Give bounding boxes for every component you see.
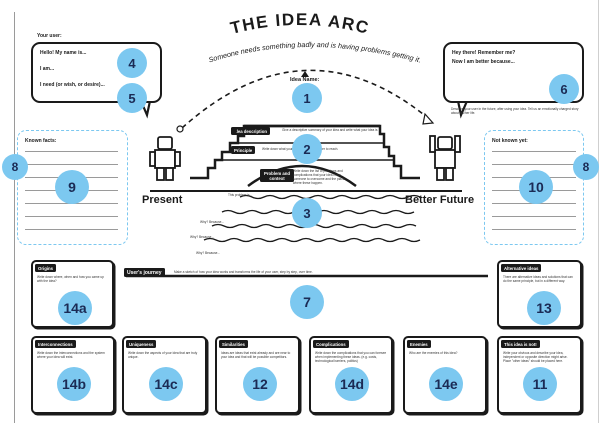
future-line-2: Now I am better because... [452,59,515,65]
idea-description-tag: Idea description [231,127,270,135]
interconnections-text: Write down the interconnections and the … [37,351,105,359]
problem-context-tag: Problem and context [260,169,294,182]
idea-name-label: Idea Name: [290,77,320,83]
known-rule-7 [25,229,118,230]
why-3-text: Why? Because... [196,251,221,255]
step-10-marker: 10 [519,170,553,204]
dashed-arc [181,69,429,129]
problem-is-text: This problem is... [228,193,253,197]
enemies-tag: Enemies [407,340,431,348]
step-5-marker: 5 [117,83,147,113]
origins-tag: Origins [35,264,57,272]
future-figure-icon [429,135,461,181]
not-known-rule-6 [492,216,576,217]
user-line-name: Hello! My name is... [40,50,87,56]
similarities-tag: Similarities [219,340,248,348]
known-facts-label: Known facts: [25,138,57,144]
step-14e-marker: 14e [429,367,463,401]
step-3-marker: 3 [292,198,322,228]
step-7-marker: 7 [290,285,324,319]
step-1-marker: 1 [292,83,322,113]
principle-tag: Principle [231,146,256,154]
present-figure-icon [149,136,181,181]
alternative-ideas-tag: Alternative ideas [501,264,542,272]
why-1-text: Why? Because... [200,220,225,224]
present-label: Present [142,194,183,206]
users-journey-text: Make a sketch of how your idea works and… [174,270,313,274]
better-future-label: Better Future [405,194,475,206]
step-8b-marker: 8 [573,154,599,180]
future-note-text: Describe your user in the future, after … [451,107,579,115]
not-known-rule-1 [492,151,576,152]
your-user-label: Your user: [37,33,62,39]
users-journey-tag: User's journey [124,268,165,277]
wave-4 [203,237,421,243]
enemies-text: Who are the enemies of this idea? [409,351,458,355]
step-12-marker: 12 [243,367,277,401]
step-11-marker: 11 [523,367,557,401]
origins-text: Write down where, when and how you came … [37,275,104,283]
known-rule-2 [25,164,118,165]
step-13-marker: 13 [527,291,561,325]
problem-context-text: Write down the list of problems and comp… [293,169,345,185]
known-rule-1 [25,151,118,152]
uniqueness-text: Write down the aspects of your idea that… [128,351,198,359]
not-this-tag: This idea is not! [501,340,540,348]
future-line-1: Hey there! Remember me? [452,50,516,56]
step-8a-marker: 8 [2,154,28,180]
user-line-iam: I am... [40,66,55,72]
step-14b-marker: 14b [57,367,91,401]
complications-text: Write down the complications that you ca… [315,351,387,363]
arc-top-arrowhead [301,71,309,77]
idea-description-row [230,125,380,126]
step-4-marker: 4 [117,48,147,78]
not-known-label: Not known yet: [492,138,528,144]
step-6-marker: 6 [549,74,579,104]
uniqueness-tag: Uniqueness [126,340,157,348]
step-14a-marker: 14a [58,291,92,325]
user-line-need: I need (or wish, or desire)... [40,82,105,88]
complications-tag: Complications [313,340,349,348]
wave-1 [239,194,421,200]
step-9-marker: 9 [55,170,89,204]
left-guide-line [14,12,15,423]
similarities-text: Ideas are ideas that exist already and a… [221,351,291,359]
why-2-text: Why? Because... [190,235,215,239]
arc-start-dot [176,125,184,133]
not-known-rule-2 [492,164,576,165]
arc-end-arrowhead [422,112,435,125]
step-14d-marker: 14d [335,367,369,401]
step-14c-marker: 14c [149,367,183,401]
alternative-ideas-text: There are alternative ideas and solution… [503,275,573,283]
interconnections-tag: Interconnections [35,340,76,348]
title-arc-svg: THE IDEA ARC Someone needs something bad… [207,10,422,65]
not-known-rule-7 [492,229,576,230]
known-rule-6 [25,216,118,217]
principle-tag-spacer [231,130,237,133]
not-this-text: Write your obvious and describe your ide… [503,351,568,363]
step-2-marker: 2 [292,134,322,164]
idea-description-text: Give a descriptive summary of your idea … [282,128,378,132]
